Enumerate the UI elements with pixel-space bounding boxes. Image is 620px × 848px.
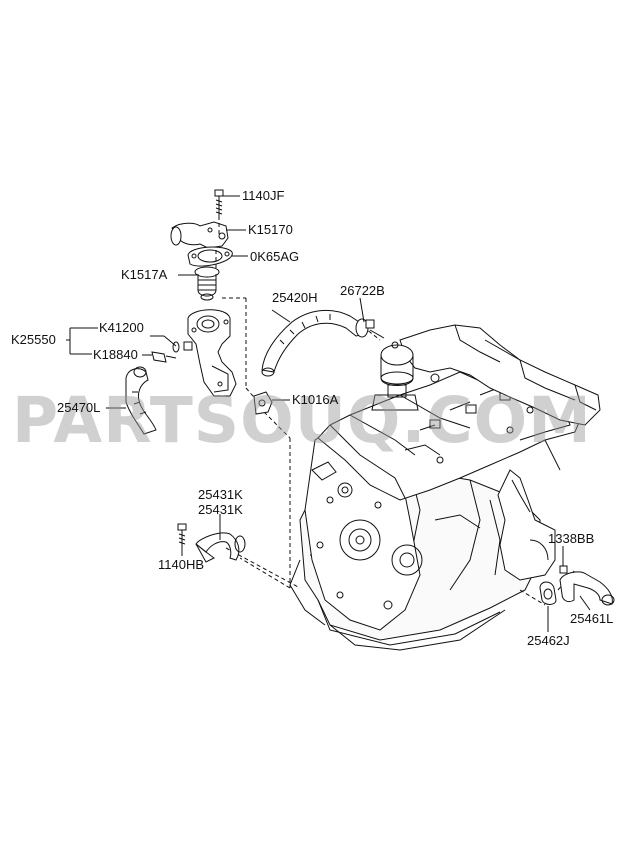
- label-k25550[interactable]: K25550: [11, 332, 56, 347]
- sensor-k18840: [151, 351, 177, 363]
- oil-pan: [329, 609, 506, 651]
- gasket-k1016a: [253, 391, 273, 415]
- label-25431k-b[interactable]: 25431K: [198, 502, 243, 517]
- sensor-k41200: [172, 341, 193, 353]
- label-k15170[interactable]: K15170: [248, 222, 293, 237]
- gasket-25462j: [539, 581, 557, 605]
- label-25431k-a[interactable]: 25431K: [198, 487, 243, 502]
- label-0k65ag[interactable]: 0K65AG: [250, 249, 300, 264]
- label-k1016a[interactable]: K1016A: [292, 392, 339, 407]
- label-leaders: [66, 195, 591, 632]
- intake-manifold: [399, 324, 601, 426]
- water-outlet-fitting: [170, 221, 229, 249]
- label-k18840[interactable]: K18840: [93, 347, 138, 362]
- label-1338bb[interactable]: 1338BB: [548, 531, 595, 546]
- pipe-25431k: [195, 532, 246, 563]
- bolt-1140hb: [177, 523, 187, 548]
- bolt-1140jf: [214, 189, 224, 216]
- label-1140jf[interactable]: 1140JF: [242, 188, 285, 203]
- label-25420h[interactable]: 25420H: [272, 290, 318, 305]
- label-1140hb[interactable]: 1140HB: [158, 557, 205, 572]
- hose-25470l: [125, 366, 157, 435]
- exhaust-manifold: [497, 469, 556, 581]
- thermostat-k1517a: [194, 266, 220, 301]
- egr-valve: [369, 329, 419, 411]
- pipe-25461l: [559, 571, 615, 606]
- hose-25420h: [261, 309, 367, 377]
- label-25470l[interactable]: 25470L: [57, 400, 101, 415]
- label-25461l[interactable]: 25461L: [570, 611, 614, 626]
- clamp-26722b: [355, 318, 375, 338]
- thermostat-housing: [187, 309, 237, 397]
- gasket-0k65ag: [187, 246, 233, 267]
- nut-1338bb: [559, 565, 568, 574]
- watermark: PARTSOUQ.COM: [12, 384, 592, 457]
- label-25462j[interactable]: 25462J: [527, 633, 570, 648]
- label-k41200[interactable]: K41200: [99, 320, 144, 335]
- label-k1517a[interactable]: K1517A: [121, 267, 168, 282]
- label-26722b[interactable]: 26722B: [340, 283, 385, 298]
